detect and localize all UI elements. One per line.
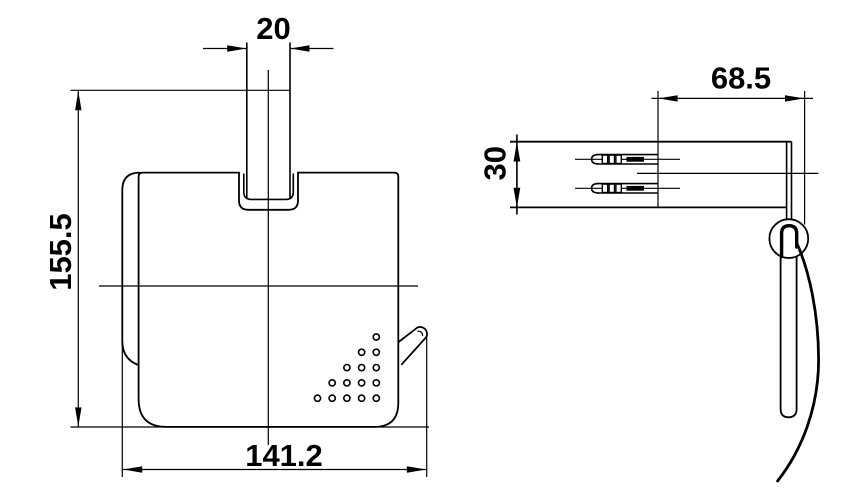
dim-label-depth: 68.5 <box>711 61 771 96</box>
arrowhead <box>513 142 521 162</box>
anchor-cap <box>590 153 599 165</box>
anchor-rib <box>608 154 616 165</box>
anchor-rib <box>601 183 609 194</box>
hook-stub <box>397 326 428 366</box>
dim-label-bracket-height: 30 <box>478 146 513 180</box>
dim-label-overall-height: 155.5 <box>43 213 78 291</box>
arrowhead <box>406 466 427 473</box>
hanging-arm <box>779 250 798 419</box>
side-view: 68.5 30 <box>478 61 821 483</box>
anchor-rib <box>601 154 609 165</box>
anchor-cap <box>590 182 599 194</box>
dim-label-post-width: 20 <box>256 11 290 46</box>
screw-anchor-upper <box>575 153 680 165</box>
anchor-rib <box>615 154 623 165</box>
bracket-outline <box>510 140 792 209</box>
cover-flap-profile <box>776 241 821 483</box>
arrowhead <box>658 95 678 102</box>
grip-dots <box>313 333 381 403</box>
hinge-rod <box>779 223 799 259</box>
front-view: 20 155.5 141.2 <box>43 11 429 477</box>
back-plate-edge <box>121 171 141 366</box>
dimension-overall-width: 141.2 <box>122 438 427 473</box>
anchor-rib <box>608 183 616 194</box>
dim-label-overall-width: 141.2 <box>245 438 323 473</box>
arrowhead <box>227 45 247 52</box>
dimension-bracket-height: 30 <box>478 134 521 215</box>
screw-shank <box>626 156 644 162</box>
arrowhead <box>785 95 805 102</box>
dimension-post-width: 20 <box>203 11 334 52</box>
arrowhead <box>75 407 82 427</box>
dimension-depth: 68.5 <box>651 61 813 225</box>
arrowhead <box>122 466 143 473</box>
arrowhead <box>513 187 521 208</box>
hook-stub-tip-line <box>417 330 424 337</box>
dimension-overall-height: 155.5 <box>43 89 290 427</box>
anchor-rib <box>615 183 623 194</box>
screw-shank <box>626 185 644 191</box>
screw-anchor-lower <box>575 182 680 194</box>
arrowhead <box>290 45 310 52</box>
arrowhead <box>75 90 82 111</box>
